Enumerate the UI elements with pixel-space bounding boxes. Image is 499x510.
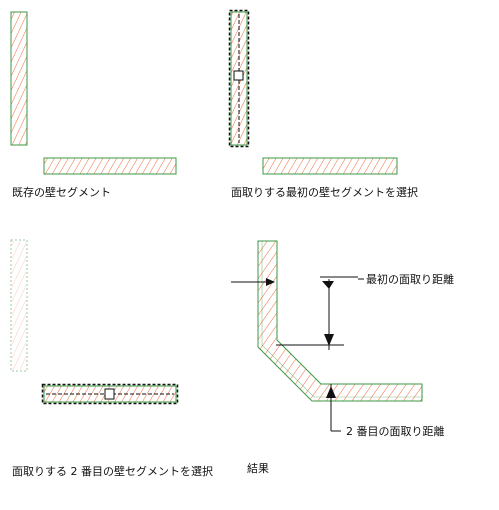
horizontal-wall-segment: [43, 157, 177, 175]
panel-select-second-wall: [10, 239, 179, 405]
vertical-wall-segment-dimmed: [10, 239, 28, 372]
caption-existing-walls: 既存の壁セグメント: [12, 186, 111, 199]
selection-outline: [228, 9, 250, 148]
pick-box: [233, 70, 244, 81]
pick-box: [104, 388, 115, 400]
selection-outline: [41, 383, 179, 405]
panel-result: [231, 240, 423, 432]
caption-result: 結果: [247, 462, 269, 475]
chamfered-wall: [257, 240, 423, 402]
second-distance-arrowhead: [326, 386, 336, 398]
chamfered-wall-inner-line: [261, 241, 422, 398]
panel-existing-walls: [10, 11, 177, 175]
horizontal-wall-segment: [262, 157, 398, 175]
first-distance-arrowhead-bottom: [324, 334, 334, 346]
vertical-wall-hatch-dimmed: [12, 241, 26, 370]
label-second-chamfer-distance: 2 番目の面取り距離: [346, 425, 445, 438]
label-first-chamfer-distance: 最初の面取り距離: [366, 273, 454, 286]
first-distance-arrowhead-top: [322, 281, 334, 289]
vertical-wall-segment: [10, 11, 28, 146]
panel-select-first-wall: [228, 9, 398, 175]
caption-select-second-wall: 面取りする 2 番目の壁セグメントを選択: [12, 465, 213, 478]
caption-select-first-wall: 面取りする最初の壁セグメントを選択: [231, 186, 418, 199]
first-distance-arrowhead: [266, 278, 275, 286]
